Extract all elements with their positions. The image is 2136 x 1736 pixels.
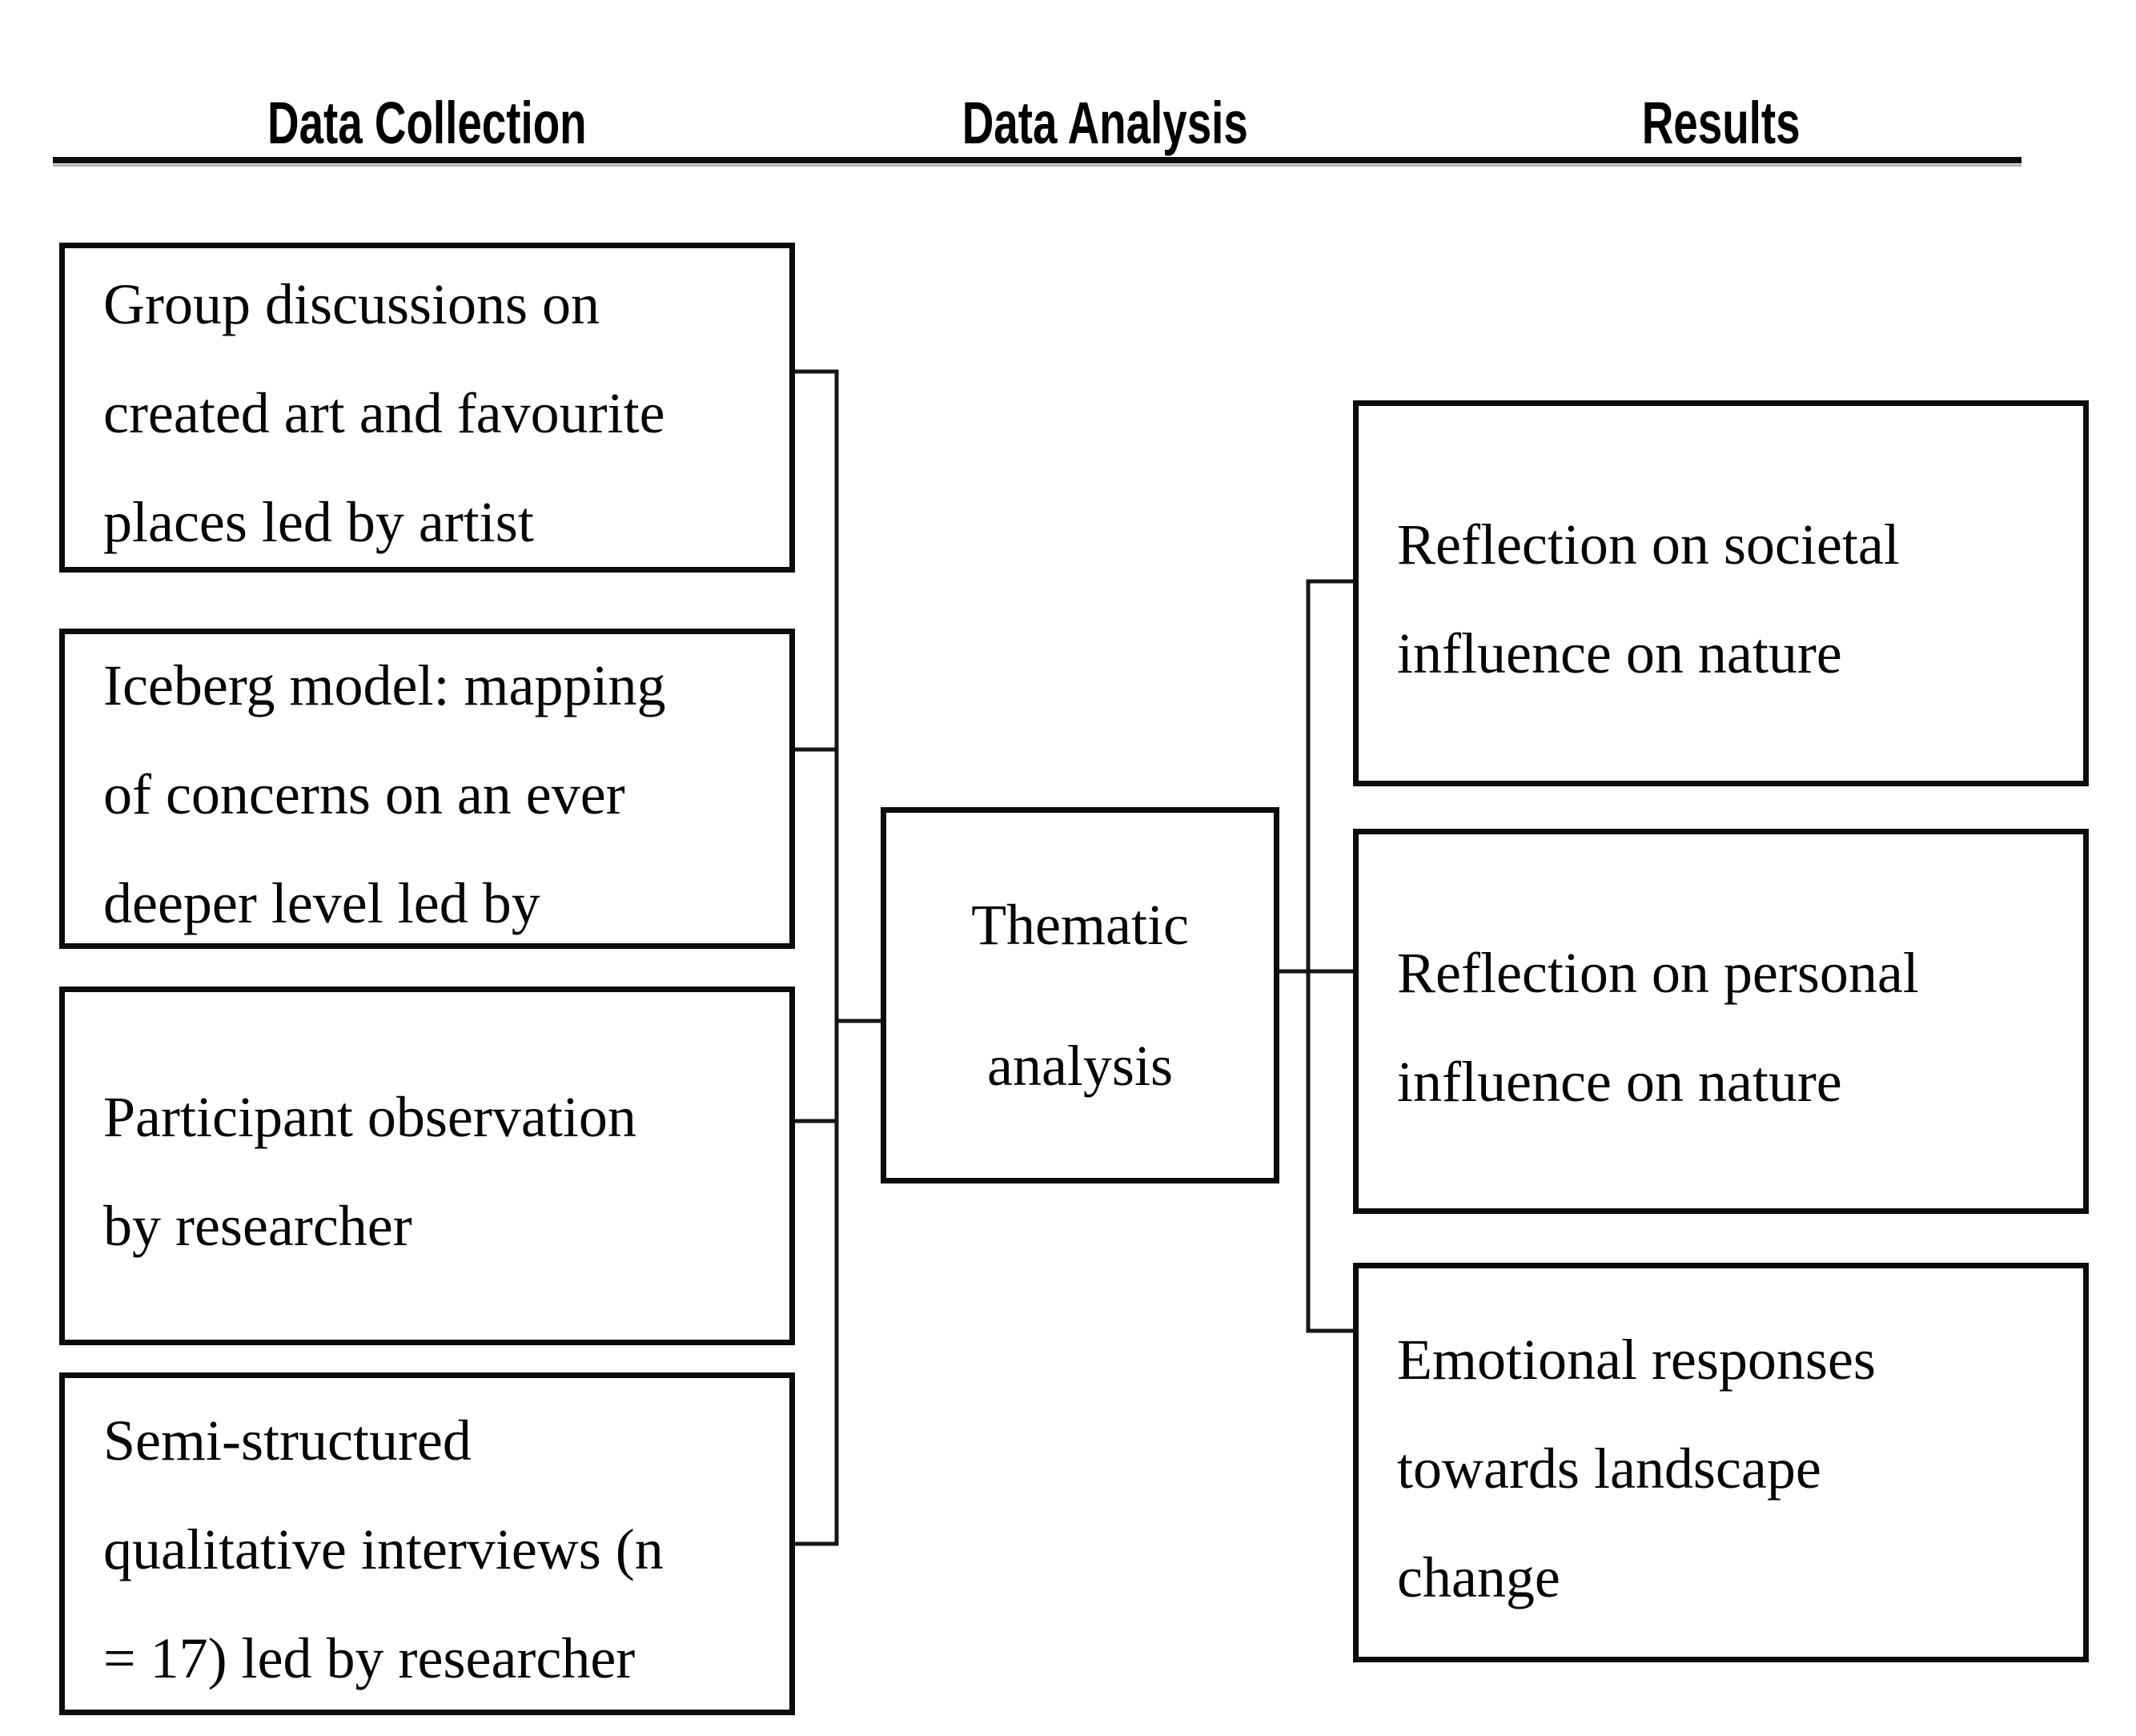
column-header-results-label: Results: [1641, 90, 1801, 156]
data-collection-box-participant-observation-text: Participant observation by researcher: [103, 1085, 636, 1258]
header-rule-shadow: [53, 164, 2022, 167]
results-box-personal-influence: Reflection on personal influence on natu…: [1353, 829, 2089, 1214]
column-header-results: Results: [1353, 93, 2089, 157]
data-collection-box-interviews-text: Semi-structured qualitative interviews (…: [103, 1408, 664, 1690]
column-header-data-analysis-label: Data Analysis: [962, 90, 1248, 156]
results-box-emotional-responses: Emotional responses towards landscape ch…: [1353, 1263, 2089, 1662]
data-analysis-box-thematic-analysis: Thematic analysis: [881, 807, 1279, 1183]
data-collection-box-interviews: Semi-structured qualitative interviews (…: [59, 1372, 795, 1715]
column-header-data-collection-label: Data Collection: [267, 90, 587, 156]
data-collection-box-participant-observation: Participant observation by researcher: [59, 987, 795, 1345]
results-box-societal-influence-text: Reflection on societal influence on natu…: [1397, 512, 1900, 685]
column-header-data-collection: Data Collection: [59, 93, 795, 157]
data-collection-box-iceberg-model-text: Iceberg model: mapping of concerns on an…: [103, 653, 666, 935]
data-collection-box-iceberg-model: Iceberg model: mapping of concerns on an…: [59, 629, 795, 949]
header-rule: [53, 157, 2022, 163]
data-collection-box-group-discussions: Group discussions on created art and fav…: [59, 243, 795, 573]
results-box-societal-influence: Reflection on societal influence on natu…: [1353, 400, 2089, 786]
data-analysis-box-thematic-analysis-text: Thematic analysis: [971, 893, 1189, 1098]
results-box-emotional-responses-text: Emotional responses towards landscape ch…: [1397, 1327, 1876, 1609]
data-collection-box-group-discussions-text: Group discussions on created art and fav…: [103, 272, 665, 554]
results-box-personal-influence-text: Reflection on personal influence on natu…: [1397, 940, 1919, 1114]
column-header-data-analysis: Data Analysis: [865, 93, 1345, 157]
